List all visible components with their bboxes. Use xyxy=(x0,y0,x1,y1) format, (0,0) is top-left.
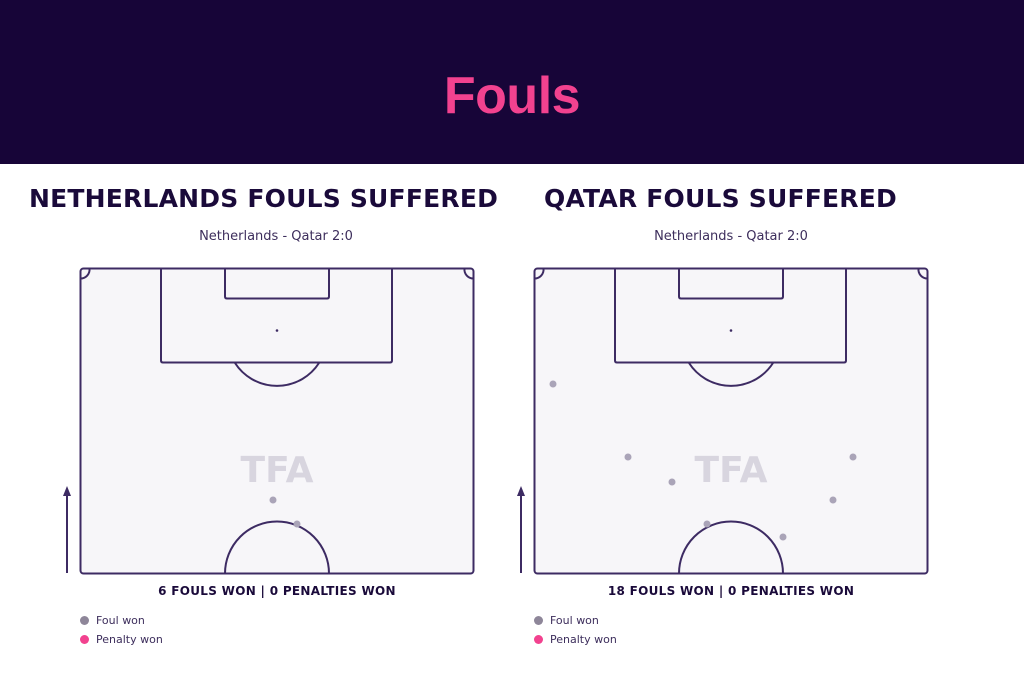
penalty-arc xyxy=(688,362,774,387)
match-subtitle: Netherlands - Qatar 2:0 xyxy=(199,229,353,244)
fouls-summary: 6 FOULS WON | 0 PENALTIES WON xyxy=(158,584,396,598)
foul-won-dot-icon xyxy=(80,616,89,625)
pitch-outline xyxy=(79,267,475,575)
penalty-box xyxy=(614,268,847,364)
match-subtitle: Netherlands - Qatar 2:0 xyxy=(654,229,808,244)
centre-circle xyxy=(678,520,784,574)
six-yard-box xyxy=(678,268,784,300)
legend-penalty-won: Penalty won xyxy=(80,633,163,646)
legend-foul-won: Foul won xyxy=(534,614,599,627)
penalty-won-dot-icon xyxy=(534,635,543,644)
tfa-watermark: TFA xyxy=(241,450,314,491)
penalty-arc xyxy=(234,362,320,387)
foul-won-dot-icon xyxy=(534,616,543,625)
penalty-won-dot-icon xyxy=(80,635,89,644)
legend-foul-won: Foul won xyxy=(80,614,145,627)
penalty-box xyxy=(160,268,393,364)
foul-points xyxy=(549,380,857,541)
fouls-summary: 18 FOULS WON | 0 PENALTIES WON xyxy=(607,584,855,598)
centre-circle xyxy=(224,520,330,574)
legend-penalty-won: Penalty won xyxy=(534,633,617,646)
panel-netherlands: NETHERLANDS FOULS SUFFERED Netherlands -… xyxy=(0,164,512,683)
tfa-watermark: TFA xyxy=(695,450,768,491)
foul-points xyxy=(269,496,301,528)
panel-title: NETHERLANDS FOULS SUFFERED xyxy=(29,184,499,213)
page-title: Fouls xyxy=(443,67,581,125)
pitch-chart: TFA xyxy=(517,267,929,575)
pitch-outline xyxy=(533,267,929,575)
pitch-chart: TFA xyxy=(63,267,475,575)
header-banner: Fouls xyxy=(0,0,1024,164)
panel-qatar: QATAR FOULS SUFFERED Netherlands - Qatar… xyxy=(512,164,1024,683)
panel-title: QATAR FOULS SUFFERED xyxy=(544,184,897,213)
six-yard-box xyxy=(224,268,330,300)
